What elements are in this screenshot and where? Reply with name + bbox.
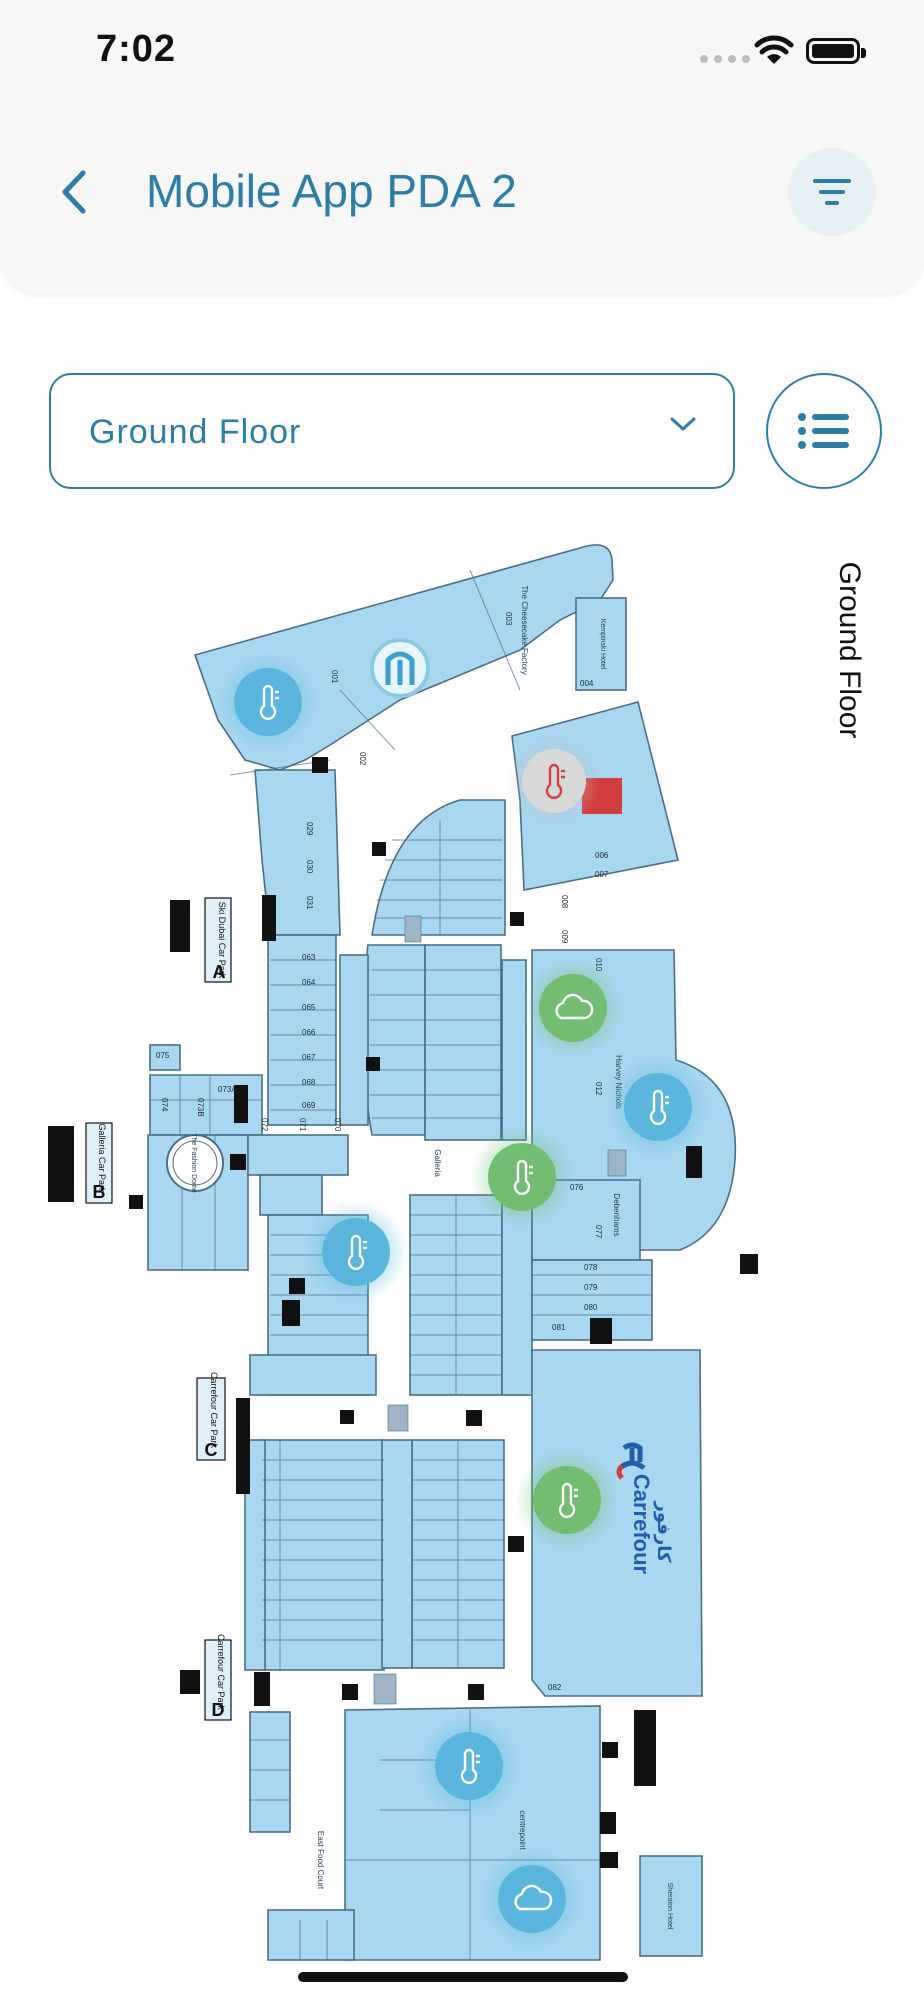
svg-text:081: 081 [552,1323,566,1332]
svg-text:003: 003 [504,612,513,626]
sensor-pins [218,652,710,1951]
svg-text:006: 006 [595,851,609,860]
svg-text:010: 010 [594,958,603,972]
svg-text:030: 030 [305,860,314,874]
cheesecake-factory-label: The Cheesecake Factory [520,585,529,674]
battery-icon [806,38,866,64]
carrefour-car-park-c-label: Carrefour Car Park [209,1372,219,1449]
car-park-c-label: C [205,1440,218,1460]
svg-text:069: 069 [302,1101,316,1110]
chevron-down-icon [670,417,696,431]
svg-text:012: 012 [594,1082,603,1096]
page-title: Mobile App PDA 2 [146,165,517,217]
svg-text:063: 063 [302,953,316,962]
map-floor-label: Ground Floor [833,562,866,739]
svg-text:073B: 073B [196,1098,205,1117]
svg-text:073A: 073A [218,1085,237,1094]
svg-text:007: 007 [595,870,609,879]
galleria-label: Galleria [433,1149,442,1177]
ski-dubai-logo [370,638,430,698]
temperature-sensor-pin[interactable] [218,652,318,752]
thermometer-icon [513,1159,533,1195]
debenhams-label: Debenhams [612,1193,621,1236]
east-food-court-label: East Food Court [316,1831,325,1890]
floor-dropdown-value: Ground Floor [89,413,302,451]
svg-text:075: 075 [156,1051,170,1060]
car-park-a-label: A [213,962,226,982]
svg-text:002: 002 [358,752,367,766]
svg-text:078: 078 [584,1263,598,1272]
back-button[interactable] [48,160,100,224]
temperature-sensor-pin[interactable] [417,1714,521,1818]
floor-dropdown[interactable]: Ground Floor [49,373,735,489]
svg-text:008: 008 [560,895,569,909]
svg-text:080: 080 [584,1303,598,1312]
floor-plan-svg: Ski Dubai Car Park A Galleria Car Park B… [48,544,866,1961]
svg-text:001: 001 [330,670,339,684]
fashion-dome-icon [166,1134,224,1192]
list-view-button[interactable] [766,373,882,489]
svg-text:031: 031 [305,896,314,910]
cloud-icon [555,993,594,1020]
svg-text:076: 076 [570,1183,584,1192]
unit-number-labels: 001 002 003 004 006 007 008 009 010 012 … [156,612,609,1692]
svg-text:071: 071 [298,1118,307,1132]
temperature-sensor-pin[interactable] [606,1055,710,1159]
sheraton-label: Sheraton Hotel [666,1883,673,1930]
svg-text:004: 004 [580,679,594,688]
temperature-sensor-pin[interactable] [470,1125,574,1229]
temperature-sensor-pin[interactable] [304,1200,408,1304]
thermometer-icon [259,684,279,720]
svg-text:029: 029 [305,822,314,836]
list-icon [798,413,849,449]
temperature-sensor-pin[interactable] [515,1448,619,1552]
wifi-icon [754,35,794,64]
svg-text:074: 074 [160,1098,169,1112]
chevron-left-icon [62,170,86,214]
fashion-dome-label: The Fashion Dome [190,1133,197,1193]
galleria-car-park-label: Galleria Car Park [97,1123,107,1193]
carrefour-car-park-d-label: Carrefour Car Park [216,1634,226,1711]
centrepoint-label: centrepoint [518,1810,527,1850]
status-time: 7:02 [96,28,177,70]
svg-text:009: 009 [560,930,569,944]
floor-plan-map[interactable]: Ski Dubai Car Park A Galleria Car Park B… [0,520,924,1980]
svg-text:079: 079 [584,1283,598,1292]
svg-text:067: 067 [302,1053,316,1062]
svg-text:077: 077 [594,1225,603,1239]
thermometer-icon [558,1482,578,1518]
amenity-icons [48,757,758,1868]
temperature-sensor-pin-alert[interactable] [508,735,600,827]
svg-text:070: 070 [333,1118,342,1132]
svg-text:072: 072 [260,1118,269,1132]
ski-dubai-car-park-label: Ski Dubai Car Park [217,902,227,979]
cloud-icon [514,1884,553,1911]
escalator-patches [373,915,627,1705]
status-bar: 7:02 [0,0,924,100]
air-quality-sensor-pin[interactable] [480,1847,584,1951]
thermometer-icon [347,1234,367,1270]
carrefour-arabic-text: كارفور [653,1500,674,1563]
svg-text:082: 082 [548,1683,562,1692]
car-park-d-label: D [212,1700,225,1720]
svg-text:066: 066 [302,1028,316,1037]
svg-text:068: 068 [302,1078,316,1087]
cellular-signal-icon [700,55,750,63]
air-quality-sensor-pin[interactable] [523,958,623,1058]
thermometer-icon [460,1748,480,1784]
thermometer-alert-icon [545,763,565,799]
car-park-b-label: B [93,1182,106,1202]
carrefour-text: Carrefour [629,1474,654,1575]
filter-button[interactable] [788,148,876,236]
home-indicator [298,1972,628,1982]
filter-icon [813,179,851,205]
svg-text:065: 065 [302,1003,316,1012]
svg-text:064: 064 [302,978,316,987]
thermometer-icon [649,1089,669,1125]
kempinski-label: Kempinski Hotel [599,619,606,670]
carrefour-logo: Carrefour كارفور [616,1442,674,1575]
